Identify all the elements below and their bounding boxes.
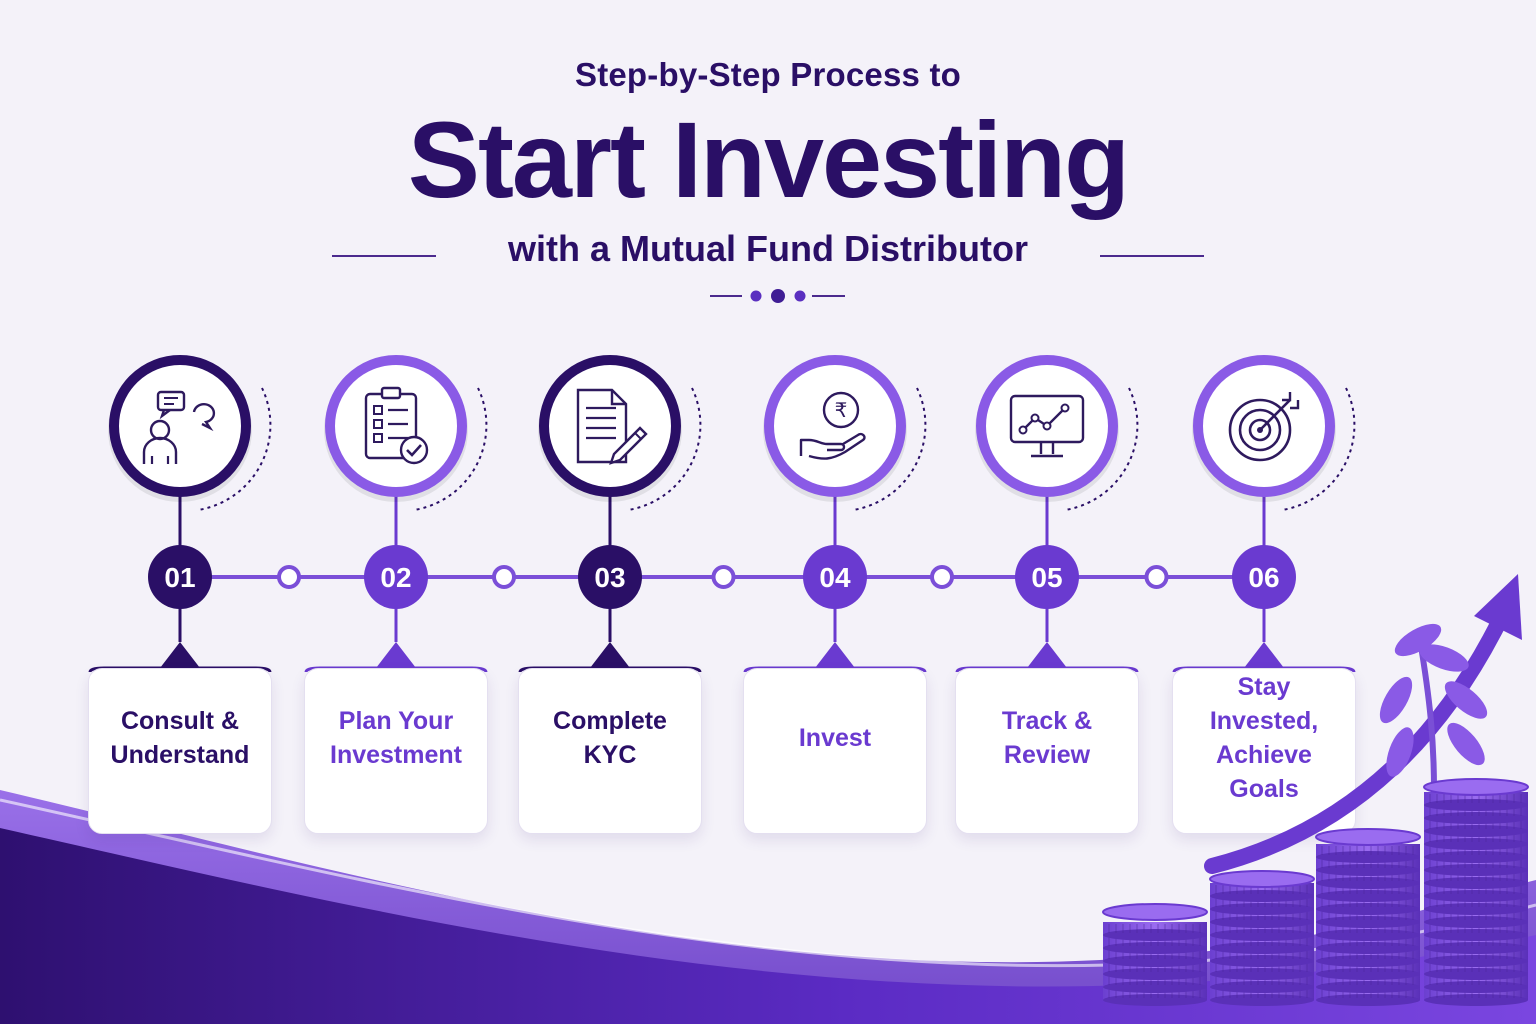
step-number-badge: [1015, 545, 1079, 609]
divider-left: [332, 255, 436, 257]
step-label-line: Complete: [553, 707, 667, 735]
wave-dark: [0, 828, 1536, 1024]
step-number-badge: [803, 545, 867, 609]
coin-stack-4: [1423, 778, 1529, 1006]
step-number: 02: [380, 562, 411, 593]
step-label-box: Consult & Understand: [88, 668, 272, 834]
step-label: Stay Invested,Achieve Goals: [1181, 670, 1347, 806]
icon-ring: [109, 355, 251, 497]
step-number-badge: [148, 545, 212, 609]
plan-checklist-icon: [364, 386, 429, 465]
timeline-connector-dot: [1144, 565, 1169, 589]
step-label-line: Achieve Goals: [1216, 741, 1312, 803]
step-number-badge: [578, 545, 642, 609]
coin-stack-1: [1102, 903, 1208, 1006]
step-02: 02: [304, 355, 488, 673]
step-label-box: Invest: [743, 668, 927, 834]
step-label-line: Stay Invested,: [1209, 673, 1319, 735]
step-number: 05: [1031, 562, 1062, 593]
timeline-connector-dot: [277, 565, 301, 589]
dotted-arc: [852, 387, 927, 511]
plant-icon: [1379, 623, 1488, 791]
step-05: 05: [955, 355, 1139, 673]
rupee-hand-icon: ₹: [799, 391, 866, 460]
step-label-line: Review: [1003, 741, 1091, 769]
coin-stack-2: [1209, 870, 1315, 1006]
arrow-head-icon: [1474, 574, 1522, 640]
step-number-badge: [364, 545, 428, 609]
step-label-line: Investment: [330, 741, 462, 769]
chart-monitor-icon: [1009, 394, 1085, 458]
step-label: Invest: [799, 721, 871, 755]
step-label-box: Stay Invested,Achieve Goals: [1172, 668, 1356, 834]
main-title: Start Investing: [407, 99, 1130, 220]
dotted-arc: [1281, 387, 1356, 511]
pointer-triangle: [1027, 642, 1067, 668]
step-01: 01: [88, 355, 272, 673]
coin-stack-3: [1315, 828, 1421, 1006]
pointer-triangle: [590, 642, 630, 668]
step-number: 01: [164, 562, 195, 593]
dots-ornament: [710, 289, 845, 303]
step-label: Track & Review: [1002, 704, 1092, 772]
document-pen-icon: [576, 388, 648, 465]
step-04: ₹04: [743, 355, 927, 673]
step-label-line: Consult &: [120, 707, 240, 735]
step-label-line: Understand: [110, 741, 250, 769]
dotted-arc: [413, 387, 488, 511]
pointer-triangle: [1244, 642, 1284, 668]
subtitle: with a Mutual Fund Distributor: [508, 228, 1028, 269]
timeline-connector-dot: [711, 565, 736, 589]
step-number: 04: [819, 562, 851, 593]
growth-arrow: [1204, 612, 1508, 874]
step-number-badge: [1232, 545, 1296, 609]
timeline-connector-dot: [930, 565, 954, 589]
step-label-box: Track & Review: [955, 668, 1139, 834]
dotted-arc: [1064, 387, 1139, 511]
pre-title: Step-by-Step Process to: [574, 56, 962, 93]
step-number: 06: [1248, 562, 1279, 593]
step-label-line: Plan Your: [338, 707, 454, 735]
divider-right: [1100, 255, 1204, 257]
svg-text:₹: ₹: [835, 398, 848, 422]
icon-ring: [325, 355, 467, 497]
step-03: 03: [518, 355, 702, 673]
pointer-triangle: [160, 642, 200, 668]
target-icon: [1228, 392, 1300, 462]
pointer-triangle: [376, 642, 416, 668]
pointer-triangle: [815, 642, 855, 668]
step-label-line: Invest: [798, 724, 872, 752]
step-label-line: KYC: [583, 741, 637, 769]
dotted-arc: [197, 387, 272, 511]
step-06: 06: [1172, 355, 1356, 673]
step-number: 03: [594, 562, 625, 593]
consult-icon: [142, 390, 216, 464]
timeline-connector-dot: [492, 565, 516, 589]
step-label: Consult & Understand: [111, 704, 250, 772]
step-label-line: Track &: [1001, 707, 1093, 735]
dotted-arc: [627, 387, 702, 511]
